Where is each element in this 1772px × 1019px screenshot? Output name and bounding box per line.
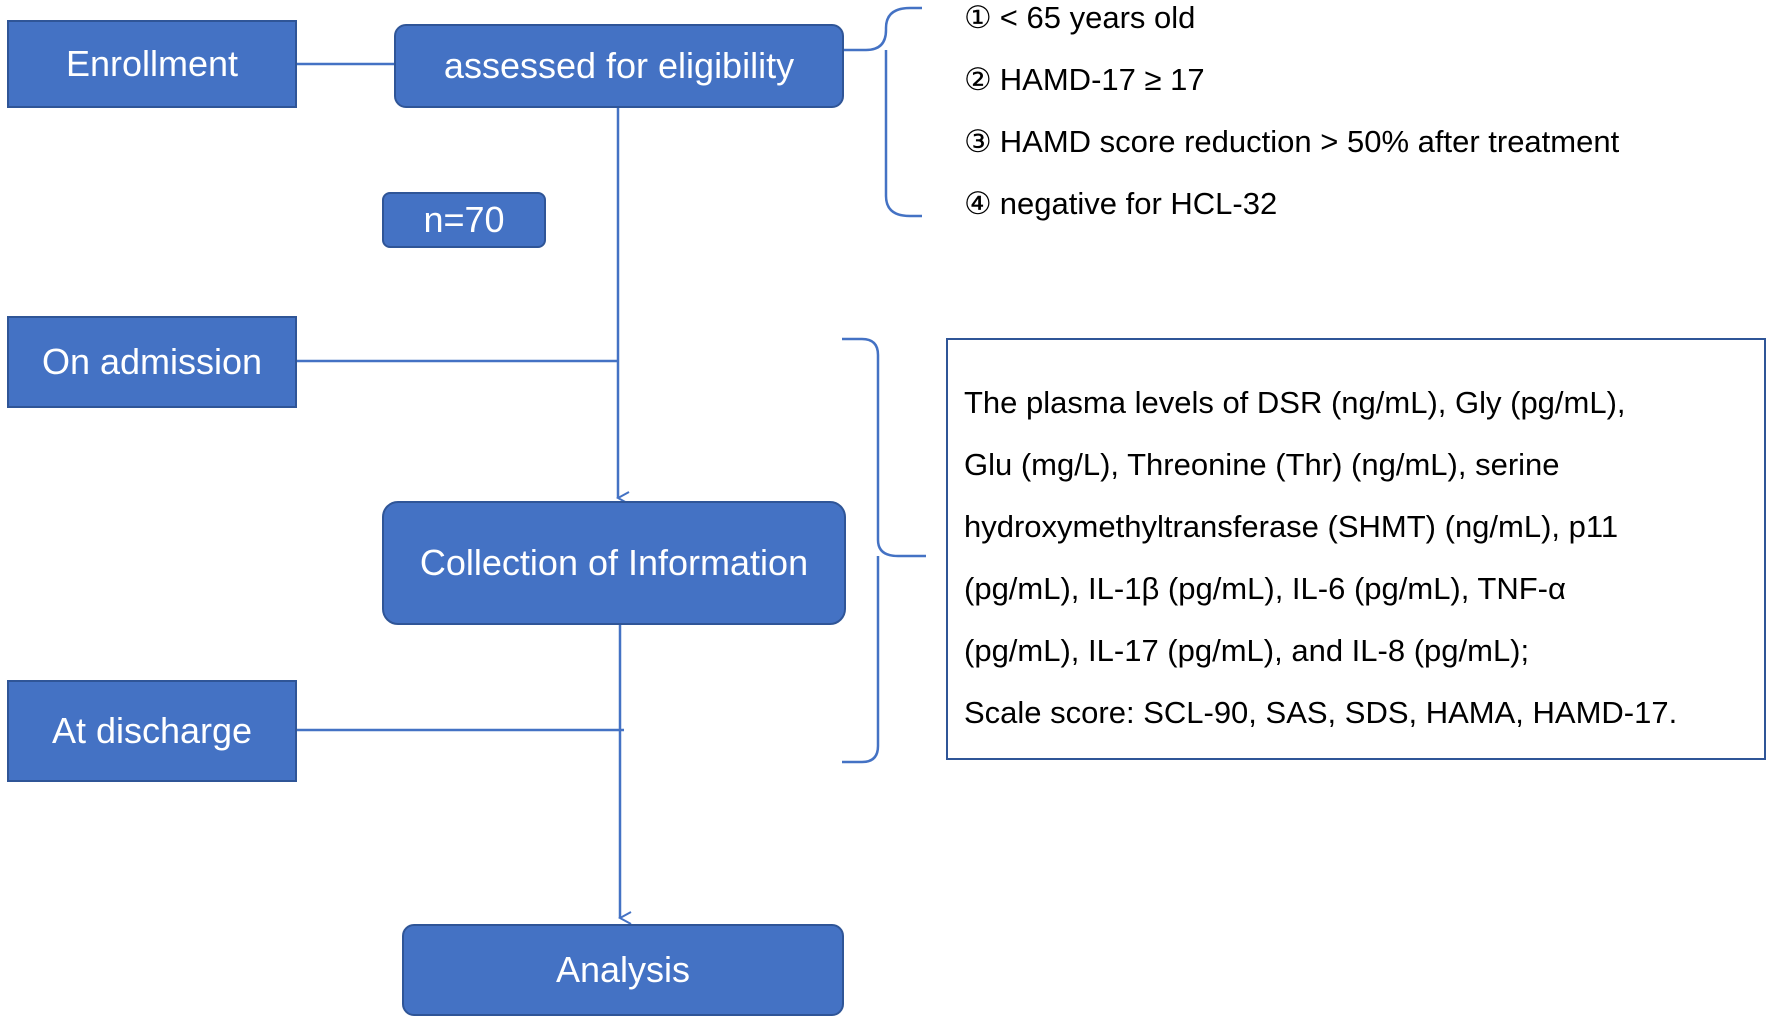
assessed-label: assessed for eligibility xyxy=(443,45,795,86)
info-line: Scale score: SCL-90, SAS, SDS, HAMA, HAM… xyxy=(964,695,1678,730)
info-line: (pg/mL), IL-17 (pg/mL), and IL-8 (pg/mL)… xyxy=(964,633,1530,668)
enrollment-label: Enrollment xyxy=(65,43,239,84)
criterion-text: HAMD score reduction > 50% after treatme… xyxy=(999,124,1620,159)
criteria-brace xyxy=(843,6,922,218)
sample-size-box: n=70 xyxy=(382,192,546,248)
assessed-box: assessed for eligibility xyxy=(394,24,844,108)
on-admission-label: On admission xyxy=(41,341,263,382)
criterion-number: ① xyxy=(964,0,992,35)
analysis-box: Analysis xyxy=(402,924,844,1016)
at-discharge-box: At discharge xyxy=(7,680,297,782)
criterion-text: negative for HCL-32 xyxy=(999,186,1278,221)
criterion-number: ③ xyxy=(964,124,992,159)
criterion-number: ④ xyxy=(964,186,992,221)
info-brace xyxy=(842,337,926,764)
criterion-1: ①< 65 years old xyxy=(964,0,1195,36)
analysis-label: Analysis xyxy=(555,949,691,990)
info-line: (pg/mL), IL-1β (pg/mL), IL-6 (pg/mL), TN… xyxy=(964,571,1566,606)
collection-box: Collection of Information xyxy=(382,501,846,625)
info-line: The plasma levels of DSR (ng/mL), Gly (p… xyxy=(964,385,1626,420)
at-discharge-label: At discharge xyxy=(51,710,253,751)
collection-label: Collection of Information xyxy=(419,542,809,583)
info-line: Glu (mg/L), Threonine (Thr) (ng/mL), ser… xyxy=(964,447,1560,482)
criterion-text: < 65 years old xyxy=(999,0,1196,35)
enrollment-box: Enrollment xyxy=(7,20,297,108)
information-box: The plasma levels of DSR (ng/mL), Gly (p… xyxy=(946,338,1766,760)
criterion-number: ② xyxy=(964,62,992,97)
on-admission-box: On admission xyxy=(7,316,297,408)
info-line: hydroxymethyltransferase (SHMT) (ng/mL),… xyxy=(964,509,1619,544)
sample-size-label: n=70 xyxy=(423,199,505,240)
criterion-text: HAMD-17 ≥ 17 xyxy=(999,62,1205,97)
